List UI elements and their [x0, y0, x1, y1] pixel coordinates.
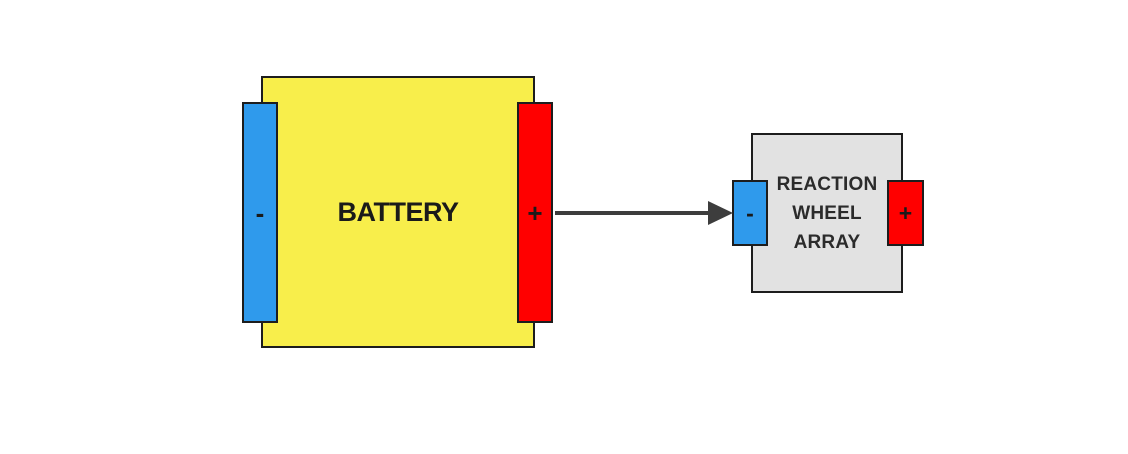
reaction-wheel-array-body: REACTION WHEEL ARRAY — [751, 133, 903, 293]
power-connection-arrow — [555, 201, 733, 225]
battery-body: BATTERY — [261, 76, 535, 348]
battery-positive-terminal: + — [517, 102, 553, 323]
rwa-label-line-1: REACTION — [776, 173, 878, 195]
rwa-positive-symbol: + — [898, 199, 913, 226]
battery-positive-symbol: + — [527, 197, 543, 228]
reaction-wheel-array-label: REACTION WHEEL ARRAY — [777, 170, 878, 257]
battery-negative-symbol: - — [255, 197, 265, 228]
battery-label: BATTERY — [337, 196, 460, 227]
reaction-wheel-array-positive-terminal: + — [887, 180, 924, 246]
arrow-head-icon — [708, 201, 733, 225]
rwa-label-line-2: WHEEL — [792, 202, 862, 224]
rwa-negative-symbol: - — [746, 199, 754, 226]
battery-negative-terminal: - — [242, 102, 278, 323]
reaction-wheel-array-negative-terminal: - — [732, 180, 768, 246]
rwa-label-line-3: ARRAY — [793, 231, 861, 253]
